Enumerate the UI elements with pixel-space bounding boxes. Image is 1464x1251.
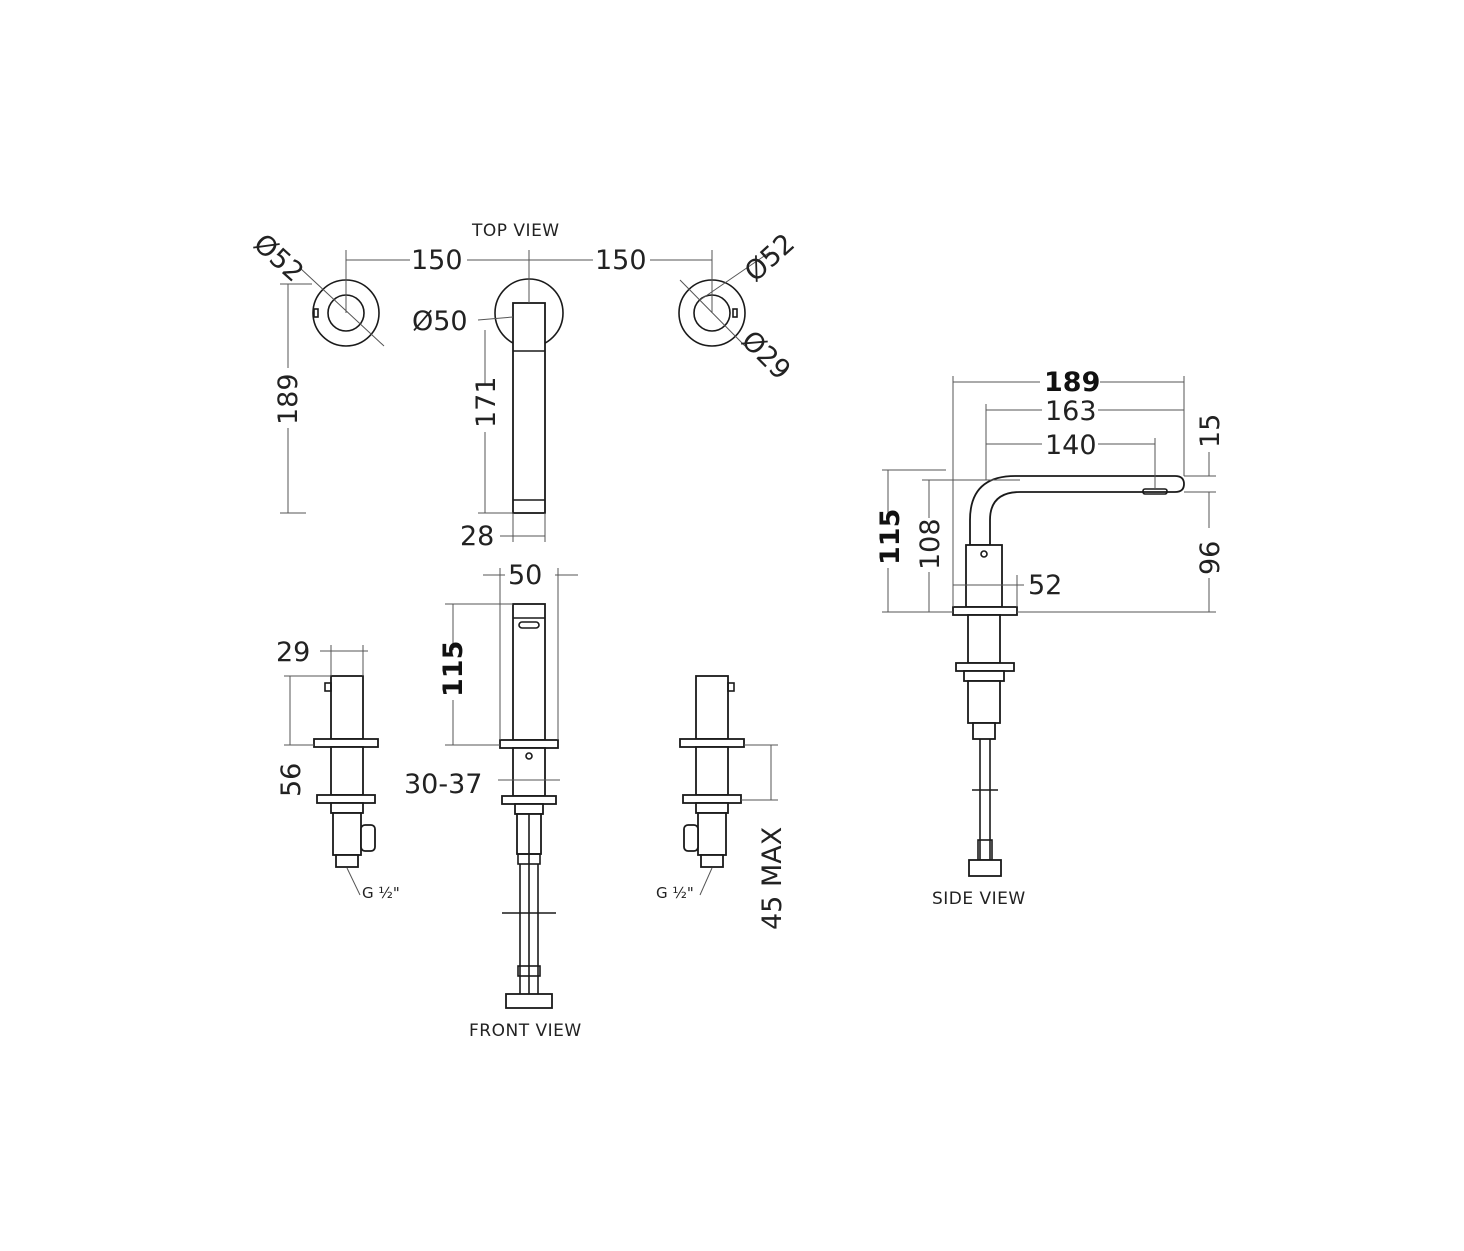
- front-view: FRONT VIEW: [276, 560, 788, 1041]
- dim-spacing-left: 150: [411, 245, 463, 276]
- front-left-handle: [313, 675, 379, 896]
- thread-right-label: G ½": [656, 884, 694, 902]
- top-spout: [494, 250, 564, 514]
- dim-dia-inner: Ø29: [735, 325, 796, 386]
- dim-spout-width: 28: [460, 521, 494, 552]
- front-right-handle: [679, 675, 745, 896]
- dim-dia-left: Ø52: [247, 228, 309, 288]
- side-view-label: SIDE VIEW: [932, 889, 1026, 909]
- dim-side-base-dia: 52: [1028, 570, 1062, 601]
- top-left-handle: [299, 250, 385, 347]
- top-view: TOP VIEW 150: [247, 221, 801, 552]
- dim-side-height-total: 115: [875, 509, 906, 565]
- dim-depth-total: 189: [273, 373, 304, 425]
- front-spout: [499, 603, 559, 1009]
- dim-side-spout-thickness: 15: [1195, 414, 1226, 448]
- dim-handle-width: 29: [276, 637, 310, 668]
- side-view: SIDE VIEW 189 163: [875, 367, 1226, 909]
- dim-side-reach-163: 163: [1045, 396, 1097, 427]
- thread-left-label: G ½": [362, 884, 400, 902]
- dim-handle-height: 56: [276, 763, 307, 797]
- dim-max-deck: 45 MAX: [757, 827, 788, 930]
- dim-side-outlet-height: 96: [1195, 541, 1226, 575]
- side-spout: [952, 475, 1185, 877]
- front-view-label: FRONT VIEW: [469, 1021, 582, 1041]
- dim-dia-right: Ø52: [739, 228, 801, 288]
- dim-spout-length: 171: [471, 376, 502, 428]
- dim-dia-spout: Ø50: [412, 306, 468, 337]
- dim-side-reach-140: 140: [1045, 430, 1097, 461]
- dim-front-spout-width: 50: [508, 560, 542, 591]
- dim-deck-thickness: 30-37: [404, 769, 482, 800]
- top-view-label: TOP VIEW: [471, 221, 560, 241]
- dim-side-reach-total: 189: [1044, 367, 1100, 398]
- dim-side-height-108: 108: [915, 518, 946, 570]
- dim-spacing-right: 150: [595, 245, 647, 276]
- dim-front-height: 115: [438, 641, 469, 697]
